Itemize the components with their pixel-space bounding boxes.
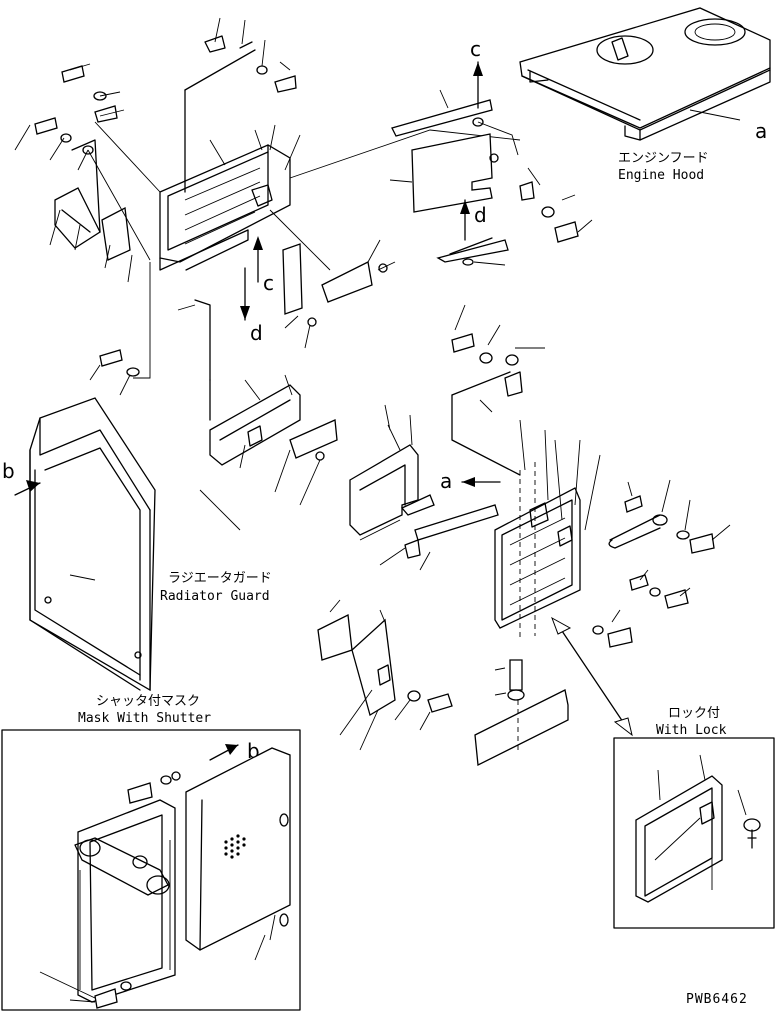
double-arrow-to-lock <box>551 616 633 737</box>
vertical-strip-plate <box>282 243 303 315</box>
ref-letter-c-top: c <box>470 37 481 61</box>
arrow-d-upper <box>240 267 250 321</box>
upper-cover-plate <box>389 133 499 213</box>
shutter-frame <box>74 799 176 1003</box>
lock-detail-frame <box>613 737 775 929</box>
leader-lines-upper-left <box>14 17 301 396</box>
mask-shutter-frame <box>1 729 301 1011</box>
engine-hood <box>519 7 771 141</box>
ref-letter-b-radiator: b <box>2 459 15 483</box>
mask-shutter-label-en: Mask With Shutter <box>78 711 211 726</box>
arrow-d-top <box>460 199 470 241</box>
triangular-bracket <box>436 237 509 266</box>
angled-plate-middle <box>321 261 373 303</box>
ref-letter-c-upper: c <box>263 271 274 295</box>
radiator-guard-label-en: Radiator Guard <box>160 589 270 604</box>
radiator-guard-label-jp: ラジエータガード <box>168 571 272 586</box>
arrow-b-mask <box>209 744 239 761</box>
arrow-c-top <box>473 61 483 109</box>
mask-shutter-label-jp: シャッタ付マスク <box>96 694 200 709</box>
lock-panel-detail <box>635 754 761 903</box>
ref-letter-d-upper: d <box>250 321 263 345</box>
engine-hood-label-jp: エンジンフード <box>618 151 709 166</box>
ref-letter-a-mid: a <box>440 469 452 493</box>
mid-bracket-box <box>209 374 338 506</box>
left-side-bracket <box>54 139 101 249</box>
latch-parts-right <box>592 479 731 648</box>
ref-letter-d-top: d <box>474 203 487 227</box>
with-lock-label-en: With Lock <box>656 723 727 738</box>
bolts-hood-right <box>519 167 593 243</box>
arrow-c-upper <box>253 236 263 283</box>
small-plate-left <box>101 206 131 261</box>
engine-hood-label-en: Engine Hood <box>618 168 704 183</box>
small-brackets-right <box>359 494 499 571</box>
upper-seal-strip <box>391 89 519 156</box>
arrow-a-mid <box>461 477 501 487</box>
right-hinge-rod <box>451 371 523 476</box>
left-cover-plate-right <box>349 404 419 536</box>
bottom-cover-right <box>474 689 569 767</box>
arrow-b-radiator <box>14 480 41 496</box>
bolts-top-left <box>34 65 297 377</box>
mask-bolts <box>39 771 276 1009</box>
upper-mask-panel <box>159 144 291 271</box>
drawing-code: PWB6462 <box>686 992 748 1007</box>
left-side-bracket-lower <box>317 599 453 751</box>
lower-bolt-right <box>494 659 525 701</box>
right-main-panel <box>494 419 601 640</box>
radiator-guard <box>29 397 241 692</box>
bolts-right-upper <box>451 304 545 366</box>
middle-rod <box>177 299 211 421</box>
with-lock-label-jp: ロック付 <box>668 706 720 721</box>
shutter-panel <box>185 747 291 951</box>
hinge-rod-top <box>184 35 256 193</box>
ref-letter-a-hood: a <box>755 119 767 143</box>
